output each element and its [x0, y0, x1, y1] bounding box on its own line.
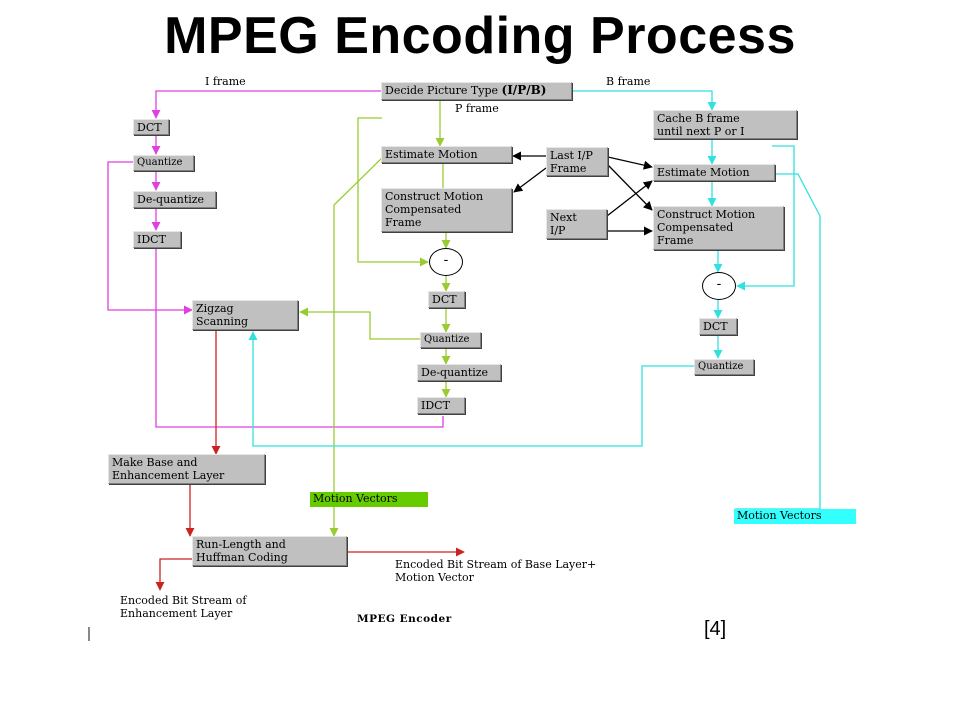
b-frame-label: B frame [606, 75, 651, 88]
picture-type-options: (I/P/B) [501, 83, 547, 97]
last-frame-to-b-construct-arrow [607, 164, 653, 211]
slide-title: MPEG Encoding Process [164, 7, 796, 65]
i-quantize-to-zigzag-arrow [107, 161, 193, 315]
citation-reference: [4] [704, 618, 727, 640]
p-frame-label: P frame [455, 102, 499, 115]
b-dct-box: DCT [699, 318, 737, 335]
i-idct-box: IDCT [133, 231, 181, 248]
decide-picture-type-box: Decide Picture Type (I/P/B) [381, 82, 572, 100]
p-dequantize-box: De-quantize [417, 364, 501, 381]
panel-edge-mark [88, 627, 90, 641]
i-frame-arrow [151, 90, 382, 119]
p-quantize-to-zigzag-arrow [299, 307, 420, 340]
make-layers-box: Make Base and Enhancement Layer [108, 454, 265, 484]
b-quantize-box: Quantize [694, 359, 754, 375]
b-quantize-to-zigzag-arrow [248, 331, 694, 447]
b-motion-vectors-label: Motion Vectors [734, 509, 856, 524]
b-frame-arrow [572, 90, 717, 111]
p-subtract-node: - [429, 248, 463, 276]
i-dct-box: DCT [133, 119, 169, 135]
i-frame-label: I frame [205, 75, 246, 88]
rle-huffman-box: Run-Length and Huffman Coding [192, 536, 347, 566]
p-motion-vectors-label: Motion Vectors [310, 492, 428, 507]
p-input-to-subtract-arrow [357, 117, 429, 267]
decide-picture-type-label: Decide Picture Type [385, 84, 499, 97]
p-motion-vectors-line [329, 157, 383, 537]
b-construct-motion-box: Construct Motion Compensated Frame [653, 206, 784, 250]
p-quantize-box: Quantize [420, 332, 481, 348]
b-estimate-motion-box: Estimate Motion [653, 164, 775, 181]
next-ip-box: Next I/P [546, 209, 607, 239]
b-cache-box: Cache B frame until next P or I [653, 110, 797, 139]
p-idct-box: IDCT [417, 397, 465, 414]
last-frame-to-b-estimate-arrow [607, 156, 653, 170]
p-construct-motion-box: Construct Motion Compensated Frame [381, 188, 512, 232]
p-estimate-motion-box: Estimate Motion [381, 146, 512, 163]
b-subtract-node: - [702, 272, 736, 300]
i-idct-to-reference-line [155, 247, 444, 428]
b-cache-to-subtract-arrow [736, 145, 795, 291]
p-dct-box: DCT [428, 291, 465, 308]
next-frame-to-b-estimate-arrow [606, 180, 653, 217]
rle-to-enhancement-stream-arrow [155, 558, 193, 591]
base-layer-stream-label: Encoded Bit Stream of Base Layer+ Motion… [395, 558, 597, 584]
last-ip-frame-box: Last I/P Frame [546, 147, 608, 176]
i-dequantize-box: De-quantize [133, 191, 216, 208]
diagram-caption: MPEG Encoder [357, 613, 452, 625]
zigzag-scanning-box: Zigzag Scanning [192, 300, 298, 330]
enhancement-layer-stream-label: Encoded Bit Stream of Enhancement Layer [120, 594, 247, 620]
last-frame-to-p-construct-arrow [513, 167, 547, 193]
i-quantize-box: Quantize [133, 155, 194, 171]
